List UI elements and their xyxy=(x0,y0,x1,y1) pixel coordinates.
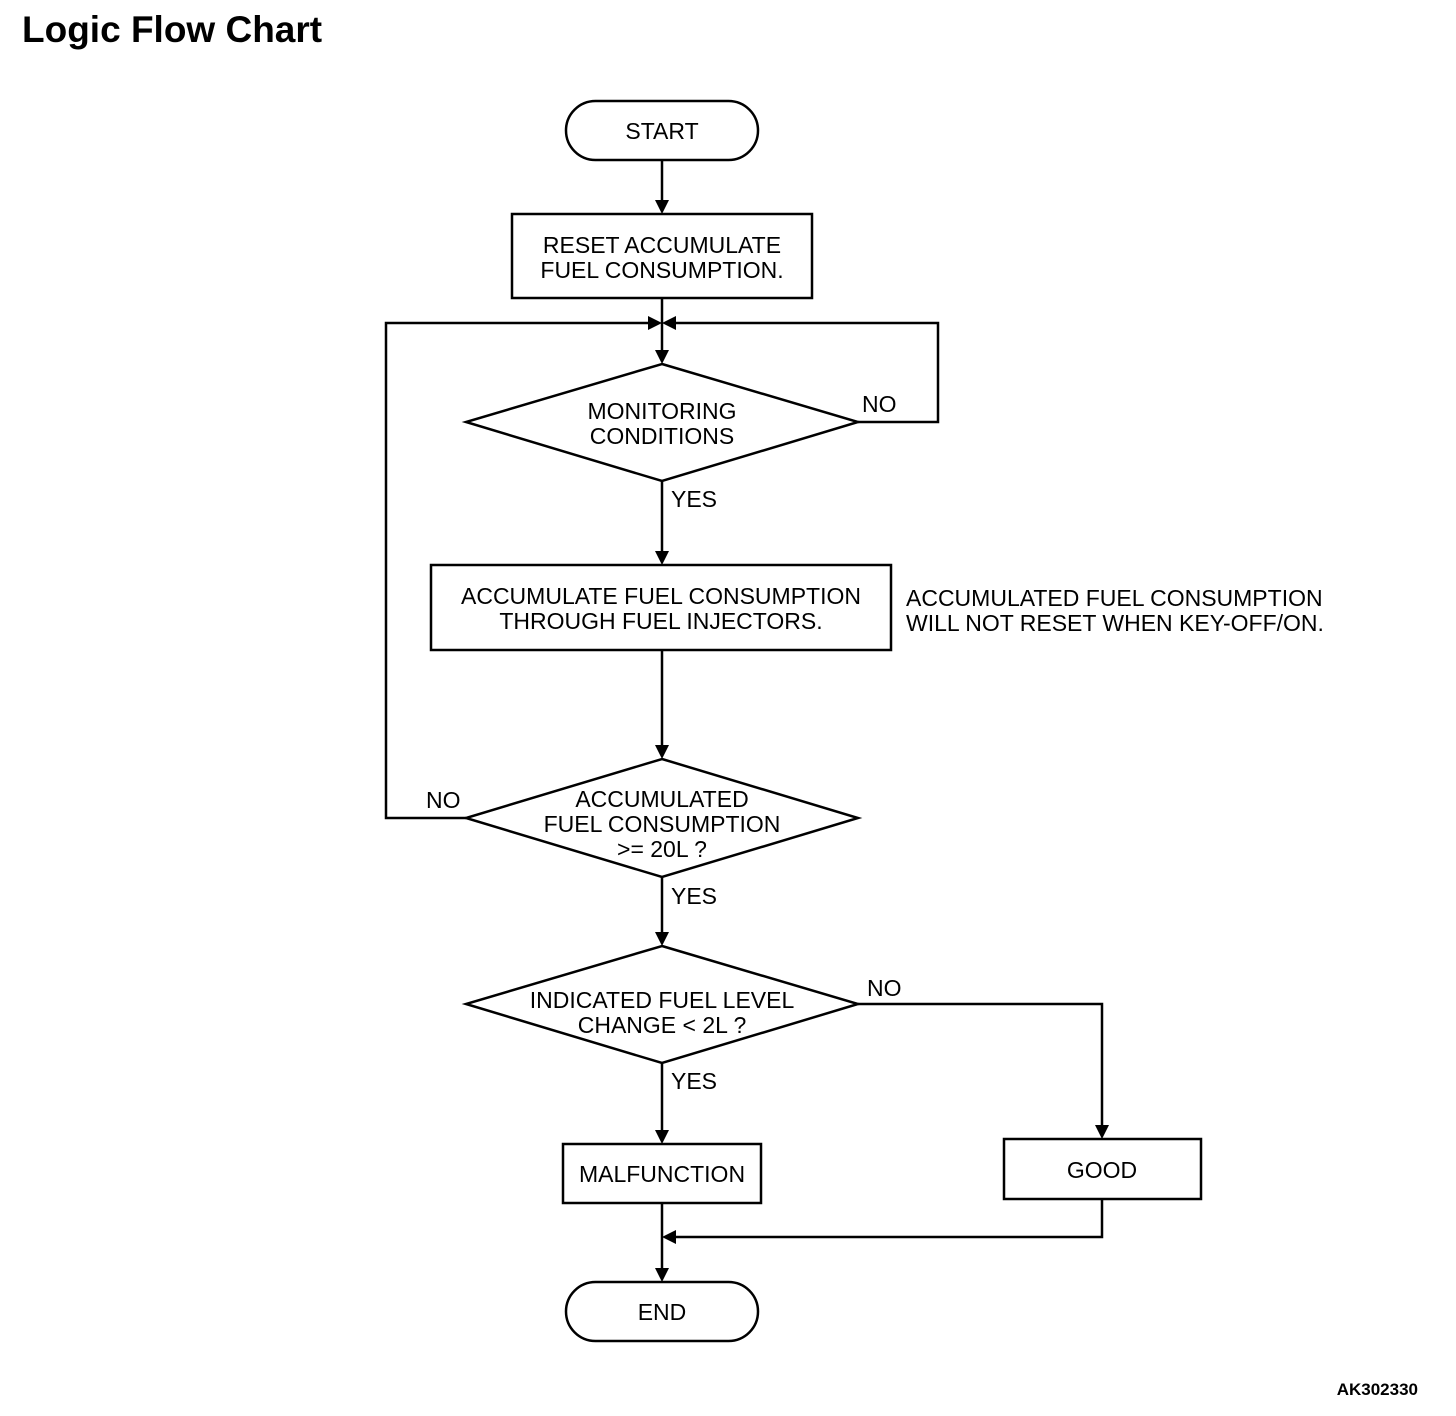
arrowhead-threshold xyxy=(655,745,669,759)
reset-note: ACCUMULATED FUEL CONSUMPTION WILL NOT RE… xyxy=(906,585,1324,636)
level-change-label-line-2: CHANGE < 2L ? xyxy=(578,1012,747,1038)
connector-level-change-no xyxy=(858,1002,1104,1127)
end-label: END xyxy=(638,1299,687,1325)
arrowheads xyxy=(648,200,1109,1282)
connector-good-to-end xyxy=(676,1199,1104,1239)
monitoring-yes-label: YES xyxy=(671,486,717,512)
consumption-threshold-decision: ACCUMULATED FUEL CONSUMPTION >= 20L ? xyxy=(461,757,863,879)
end-node: END xyxy=(564,1280,760,1343)
malfunction-label: MALFUNCTION xyxy=(579,1161,745,1187)
start-label: START xyxy=(625,118,698,144)
arrowhead-good xyxy=(1095,1125,1109,1139)
monitoring-label-line-1: MONITORING xyxy=(587,398,736,424)
arrowhead-end-merge xyxy=(662,1230,676,1244)
threshold-label-line-2: FUEL CONSUMPTION xyxy=(544,811,781,837)
reset-label-line-2: FUEL CONSUMPTION. xyxy=(540,257,783,283)
accumulate-fuel-box: ACCUMULATE FUEL CONSUMPTION THROUGH FUEL… xyxy=(429,563,893,652)
malfunction-box: MALFUNCTION xyxy=(561,1142,763,1205)
monitoring-no-label: NO xyxy=(862,391,897,417)
monitoring-label-line-2: CONDITIONS xyxy=(590,423,734,449)
reset-label-line-1: RESET ACCUMULATE xyxy=(543,232,781,258)
connectors xyxy=(384,160,1104,1270)
arrowhead-monitoring xyxy=(655,350,669,364)
arrowhead-accumulate xyxy=(655,551,669,565)
reset-accumulate-box: RESET ACCUMULATE FUEL CONSUMPTION. xyxy=(510,212,814,300)
good-box: GOOD xyxy=(1002,1137,1203,1201)
threshold-yes-label: YES xyxy=(671,883,717,909)
arrowhead-level-change xyxy=(655,932,669,946)
edge-labels: NO YES NO YES NO YES xyxy=(426,391,902,1094)
good-label: GOOD xyxy=(1067,1157,1137,1183)
start-node: START xyxy=(564,99,760,162)
page-title: Logic Flow Chart xyxy=(22,9,323,50)
figure-id: AK302330 xyxy=(1336,1380,1418,1399)
threshold-label-line-1: ACCUMULATED xyxy=(575,786,748,812)
arrowhead-malfunction xyxy=(655,1130,669,1144)
arrowhead-reset xyxy=(655,200,669,214)
level-change-yes-label: YES xyxy=(671,1068,717,1094)
accumulate-label-line-2: THROUGH FUEL INJECTORS. xyxy=(499,608,822,634)
arrowhead-end xyxy=(655,1268,669,1282)
level-change-no-label: NO xyxy=(867,975,902,1001)
accumulate-label-line-1: ACCUMULATE FUEL CONSUMPTION xyxy=(461,583,861,609)
level-change-label-line-1: INDICATED FUEL LEVEL xyxy=(530,987,795,1013)
threshold-no-label: NO xyxy=(426,787,461,813)
connector-threshold-no-loop xyxy=(384,321,648,820)
note-line-1: ACCUMULATED FUEL CONSUMPTION xyxy=(906,585,1323,611)
monitoring-conditions-decision: MONITORING CONDITIONS xyxy=(461,362,863,483)
connector-monitoring-no-loop xyxy=(676,321,940,424)
threshold-label-line-3: >= 20L ? xyxy=(617,836,707,862)
arrowhead-merge-left xyxy=(648,316,662,330)
fuel-level-change-decision: INDICATED FUEL LEVEL CHANGE < 2L ? xyxy=(461,944,863,1065)
note-line-2: WILL NOT RESET WHEN KEY-OFF/ON. xyxy=(906,610,1324,636)
arrowhead-merge-right xyxy=(662,316,676,330)
